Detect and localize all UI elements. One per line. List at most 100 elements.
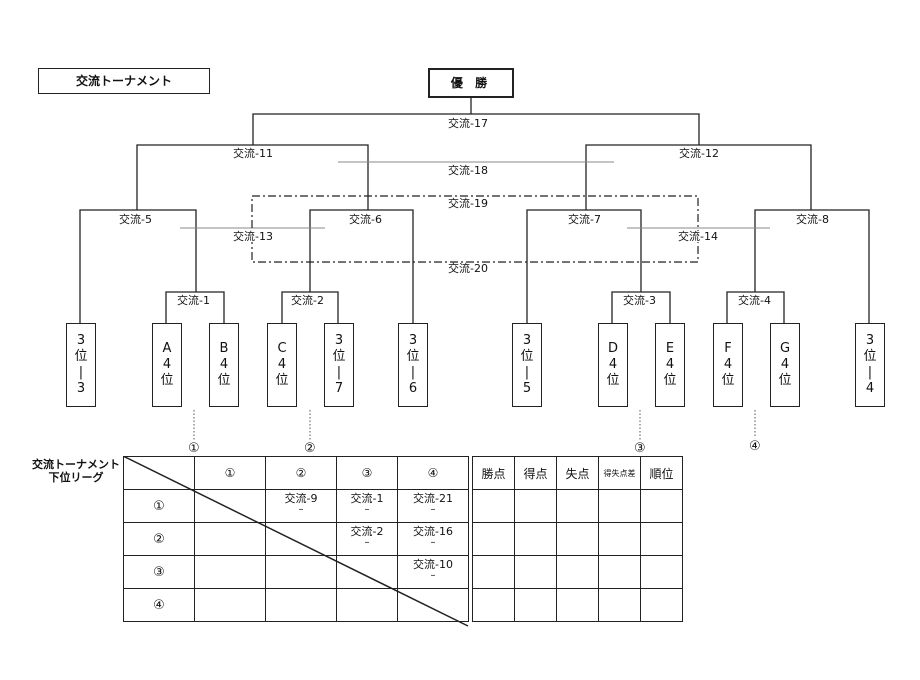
league-cell bbox=[336, 588, 398, 622]
team-box: 3 位 | 6 bbox=[398, 323, 428, 407]
league-cell: 交流-2– bbox=[336, 522, 398, 556]
stat-header: 失点 bbox=[556, 456, 599, 490]
match-label-2: 交流-2 bbox=[290, 294, 325, 307]
team-box: G 4 位 bbox=[770, 323, 800, 407]
cell-match: 交流-16 bbox=[413, 525, 453, 538]
tournament-title: 交流トーナメント bbox=[38, 68, 210, 94]
match-label-18: 交流-18 bbox=[447, 164, 489, 177]
league-cell: 交流-9– bbox=[265, 489, 337, 523]
stat-cell bbox=[640, 522, 683, 556]
league-cell bbox=[265, 522, 337, 556]
stat-header: 得失点差 bbox=[598, 456, 641, 490]
stat-cell bbox=[598, 489, 641, 523]
match-label-3: 交流-3 bbox=[622, 294, 657, 307]
cell-match: 交流-10 bbox=[413, 558, 453, 571]
match-label-13: 交流-13 bbox=[232, 230, 274, 243]
cell-match: 交流-2 bbox=[350, 525, 384, 538]
cell-match: 交流-21 bbox=[413, 492, 453, 505]
team-box: B 4 位 bbox=[209, 323, 239, 407]
match-label-12: 交流-12 bbox=[678, 147, 720, 160]
stat-cell bbox=[556, 489, 599, 523]
stat-cell bbox=[514, 555, 557, 589]
stat-header: 順位 bbox=[640, 456, 683, 490]
team-box: 3 位 | 5 bbox=[512, 323, 542, 407]
cell-match: 交流-1 bbox=[350, 492, 384, 505]
group-marker-2: ② bbox=[304, 441, 316, 456]
stat-cell bbox=[556, 555, 599, 589]
league-row: ② 交流-2– 交流-16– bbox=[123, 522, 683, 556]
row-header: ② bbox=[123, 522, 195, 556]
col-header: ③ bbox=[336, 456, 398, 490]
row-header: ④ bbox=[123, 588, 195, 622]
group-marker-3: ③ bbox=[634, 441, 646, 456]
team-box: 3 位 | 7 bbox=[324, 323, 354, 407]
col-header: ① bbox=[194, 456, 266, 490]
stat-cell bbox=[514, 522, 557, 556]
league-cell bbox=[194, 588, 266, 622]
cell-dash: – bbox=[364, 537, 370, 548]
stat-cell bbox=[556, 588, 599, 622]
team-box: D 4 位 bbox=[598, 323, 628, 407]
group-marker-4: ④ bbox=[749, 439, 761, 454]
stat-cell bbox=[640, 588, 683, 622]
team-box: F 4 位 bbox=[713, 323, 743, 407]
league-cell bbox=[397, 588, 469, 622]
match-label-1: 交流-1 bbox=[176, 294, 211, 307]
team-box: 3 位 | 3 bbox=[66, 323, 96, 407]
league-title-line1: 交流トーナメント bbox=[32, 458, 120, 471]
cell-dash: – bbox=[298, 504, 304, 515]
stat-cell bbox=[514, 489, 557, 523]
stat-cell bbox=[472, 555, 515, 589]
stat-cell bbox=[472, 522, 515, 556]
match-label-20: 交流-20 bbox=[447, 262, 489, 275]
league-cell bbox=[194, 489, 266, 523]
col-header: ④ bbox=[397, 456, 469, 490]
match-label-5: 交流-5 bbox=[118, 213, 153, 226]
row-header: ③ bbox=[123, 555, 195, 589]
stat-cell bbox=[598, 555, 641, 589]
stat-cell bbox=[640, 489, 683, 523]
match-label-4: 交流-4 bbox=[737, 294, 772, 307]
match-label-17: 交流-17 bbox=[447, 117, 489, 130]
match-label-14: 交流-14 bbox=[677, 230, 719, 243]
cell-dash: – bbox=[364, 504, 370, 515]
match-label-19: 交流-19 bbox=[447, 197, 489, 210]
league-cell bbox=[194, 555, 266, 589]
stat-header: 得点 bbox=[514, 456, 557, 490]
league-row: ③ 交流-10– bbox=[123, 555, 683, 589]
stat-cell bbox=[472, 489, 515, 523]
stat-cell bbox=[598, 588, 641, 622]
league-title: 交流トーナメント 下位リーグ bbox=[26, 458, 126, 484]
cell-dash: – bbox=[430, 537, 436, 548]
team-box: 3 位 | 4 bbox=[855, 323, 885, 407]
row-header: ① bbox=[123, 489, 195, 523]
league-title-line2: 下位リーグ bbox=[48, 471, 104, 484]
league-cell bbox=[265, 555, 337, 589]
match-label-7: 交流-7 bbox=[567, 213, 602, 226]
stat-cell bbox=[514, 588, 557, 622]
league-header-row: ① ② ③ ④ 勝点 得点 失点 得失点差 順位 bbox=[123, 456, 683, 490]
team-box: C 4 位 bbox=[267, 323, 297, 407]
cell-dash: – bbox=[430, 504, 436, 515]
league-cell bbox=[336, 555, 398, 589]
league-cell: 交流-16– bbox=[397, 522, 469, 556]
league-row: ④ bbox=[123, 588, 683, 622]
match-label-6: 交流-6 bbox=[348, 213, 383, 226]
corner-cell bbox=[123, 456, 195, 490]
team-box: E 4 位 bbox=[655, 323, 685, 407]
stat-cell bbox=[640, 555, 683, 589]
team-box: A 4 位 bbox=[152, 323, 182, 407]
league-cell bbox=[194, 522, 266, 556]
cell-dash: – bbox=[430, 570, 436, 581]
league-cell: 交流-10– bbox=[397, 555, 469, 589]
col-header: ② bbox=[265, 456, 337, 490]
league-row: ① 交流-9– 交流-1– 交流-21– bbox=[123, 489, 683, 523]
league-cell bbox=[265, 588, 337, 622]
group-marker-1: ① bbox=[188, 441, 200, 456]
match-label-8: 交流-8 bbox=[795, 213, 830, 226]
league-cell: 交流-1– bbox=[336, 489, 398, 523]
champion-box: 優 勝 bbox=[428, 68, 514, 98]
stat-cell bbox=[598, 522, 641, 556]
cell-match: 交流-9 bbox=[284, 492, 318, 505]
